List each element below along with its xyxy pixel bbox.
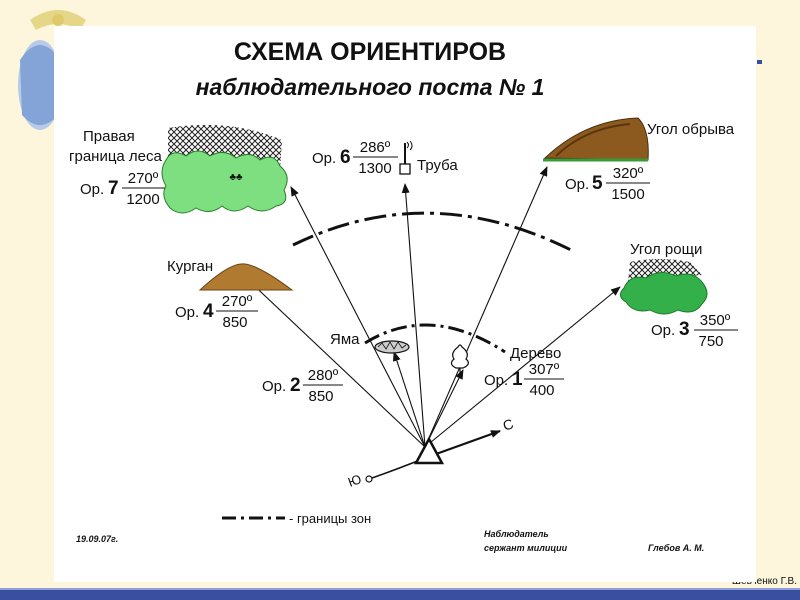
pit-hatch <box>377 341 407 350</box>
footer-observer-name: Глебов А. М. <box>648 543 704 553</box>
author-credit: Шевченко Г.В. <box>732 576 797 587</box>
landmark-or4: Курган Ор. 4 270º 850 <box>167 258 294 331</box>
or7-angle: 270º <box>128 170 159 187</box>
footer-observer-line1: Наблюдатель <box>484 529 549 539</box>
legend-label: - границы зон <box>289 511 371 526</box>
cliff-edge <box>555 123 631 157</box>
or7-name-line2: граница леса <box>69 148 163 165</box>
landmark-or1: Дерево Ор. 1 307º 400 <box>450 344 564 399</box>
police-emblem-icon <box>18 10 86 130</box>
or5-distance: 1500 <box>611 186 644 203</box>
bottom-bar-highlight <box>0 588 800 590</box>
south-marker <box>365 475 373 483</box>
or1-prefix: Ор. <box>484 372 508 389</box>
or2-angle: 280º <box>308 367 339 384</box>
or4-name: Курган <box>167 258 213 275</box>
or7-prefix: Ор. <box>80 181 104 198</box>
or3-prefix: Ор. <box>651 322 675 339</box>
or7-name-line1: Правая <box>83 128 135 145</box>
observation-post-icon <box>413 436 445 465</box>
or5-number: 5 <box>592 173 603 194</box>
far-zone-boundary <box>292 211 576 254</box>
or5-angle: 320º <box>613 165 644 182</box>
or1-angle: 307º <box>529 361 560 378</box>
or4-angle: 270º <box>222 293 253 310</box>
pit-icon <box>374 340 410 354</box>
forest-symbol-icon: ♣♣ <box>229 172 243 183</box>
or2-distance: 850 <box>308 388 333 405</box>
slide-title: СХЕМА ОРИЕНТИРОВ <box>234 38 506 66</box>
line-to-or5 <box>424 166 548 448</box>
mound-icon <box>198 263 294 291</box>
bottom-bar <box>0 590 800 600</box>
or2-number: 2 <box>290 375 301 396</box>
or1-distance: 400 <box>529 382 554 399</box>
or3-angle: 350º <box>700 312 731 329</box>
slide-dot <box>757 60 762 64</box>
line-to-or7 <box>290 186 426 448</box>
or7-number: 7 <box>108 178 119 199</box>
landmark-or5: Угол обрыва Ор. 5 320º 1500 <box>543 117 735 203</box>
slide-subtitle: наблюдательного поста № 1 <box>196 74 545 100</box>
line-to-or6 <box>401 183 426 448</box>
or1-name: Дерево <box>510 345 561 362</box>
landmark-or6: Ор. 6 286º 1300 Труба <box>312 139 458 177</box>
line-to-or1 <box>424 369 464 448</box>
footer-date: 19.09.07г. <box>76 534 118 544</box>
cliff-icon <box>543 117 649 161</box>
or6-angle: 286º <box>360 139 391 156</box>
or4-distance: 850 <box>222 314 247 331</box>
or3-distance: 750 <box>698 333 723 350</box>
tree-icon <box>450 344 469 369</box>
line-to-or3 <box>424 286 621 448</box>
legend: - границы зон <box>222 511 371 526</box>
or6-distance: 1300 <box>358 160 391 177</box>
landmark-or7: ♣♣ Правая граница леса Ор. 7 270º 1200 <box>69 124 288 214</box>
or5-prefix: Ор. <box>565 176 589 193</box>
line-to-or4 <box>244 276 426 448</box>
or2-name: Яма <box>330 331 360 348</box>
or3-name: Угол рощи <box>630 241 702 258</box>
chimney-base-icon <box>399 163 411 175</box>
observation-lines <box>244 166 621 448</box>
landmark-or2: Яма Ор. 2 280º 850 <box>262 331 410 405</box>
or6-number: 6 <box>340 147 351 168</box>
forest-icon <box>161 150 288 214</box>
or2-prefix: Ор. <box>262 378 286 395</box>
or4-prefix: Ор. <box>175 304 199 321</box>
or1-number: 1 <box>512 369 523 390</box>
near-zone-boundary <box>364 323 506 354</box>
or5-name: Угол обрыва <box>647 121 735 138</box>
grove-icon <box>620 272 708 315</box>
or7-distance: 1200 <box>126 191 159 208</box>
footer-observer-line2: сержант милиции <box>484 543 568 553</box>
landmark-or3: Угол рощи Ор. 3 350º 750 <box>620 241 738 350</box>
or6-name: Труба <box>417 157 458 174</box>
smoke-icon <box>406 140 413 151</box>
or4-number: 4 <box>203 301 214 322</box>
south-label: Ю <box>346 471 363 490</box>
or3-number: 3 <box>679 319 690 340</box>
or6-prefix: Ор. <box>312 150 336 167</box>
line-to-or2 <box>392 351 426 448</box>
